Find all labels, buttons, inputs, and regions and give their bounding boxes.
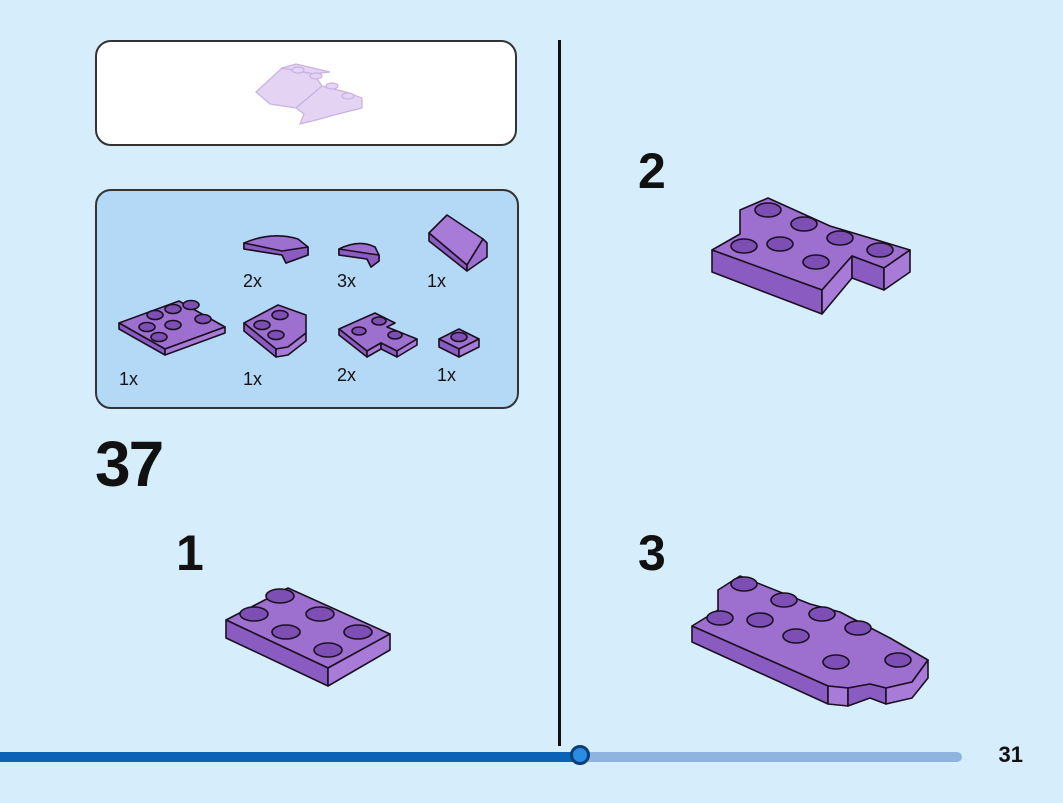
plate-studs xyxy=(138,299,212,343)
page-number: 31 xyxy=(998,742,1023,767)
substep-3-number: 3 xyxy=(638,525,666,581)
substep-2-studs xyxy=(730,202,894,270)
part-plate-1x1 xyxy=(438,328,480,358)
substep-1-number: 1 xyxy=(176,525,204,581)
part-plate-2x2-round-corner xyxy=(243,304,307,358)
substep-2-assembly xyxy=(711,197,911,315)
parts-list-box: 2x 3x 1x 1x 1x xyxy=(95,189,519,409)
column-divider xyxy=(558,40,561,746)
submodel-preview-box xyxy=(95,40,517,146)
progress-knob xyxy=(570,745,590,765)
part-qty-2: 3x xyxy=(337,271,357,291)
part-qty-6: 2x xyxy=(337,365,357,385)
part-plate-2x2-corner xyxy=(338,312,418,358)
part-slope-2x2 xyxy=(428,214,488,272)
step-number: 37 xyxy=(95,428,164,500)
substep-3-studs xyxy=(706,576,912,670)
substep-2-number: 2 xyxy=(638,143,666,199)
substep-1-assembly xyxy=(225,587,391,687)
part-qty-3: 1x xyxy=(427,271,447,291)
part-qty-5: 1x xyxy=(243,369,263,389)
part-plate-2x3 xyxy=(118,299,226,356)
part-qty-4: 1x xyxy=(119,369,139,389)
part-qty-7: 1x xyxy=(437,365,457,385)
part-curved-slope-1x1 xyxy=(338,242,380,268)
substep-1-studs xyxy=(239,588,373,658)
part-curved-slope-2x2 xyxy=(243,235,309,264)
substep-3-assembly xyxy=(691,575,929,707)
progress-fill xyxy=(0,752,580,762)
part-qty-1: 2x xyxy=(243,271,263,291)
submodel-preview-image xyxy=(255,63,363,125)
